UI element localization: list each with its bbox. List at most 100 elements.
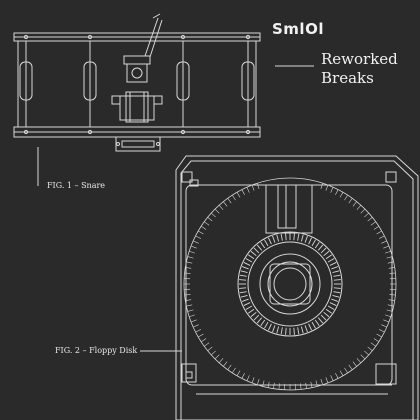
hub-tooth: [264, 239, 269, 247]
scale-tick: [383, 319, 390, 323]
scale-tick: [352, 361, 357, 367]
figure-2-caption: FIG. 2 – Floppy Disk: [55, 346, 138, 355]
scale-tick: [325, 377, 329, 384]
scale-tick: [339, 192, 344, 198]
scale-tick: [187, 256, 194, 259]
scale-tick: [348, 364, 353, 370]
hub-tooth: [300, 326, 304, 334]
hub-tooth: [331, 298, 339, 302]
hub-tooth: [245, 305, 253, 310]
scale-tick: [223, 201, 228, 207]
scale-tick: [300, 383, 302, 390]
scale-tick: [227, 198, 232, 204]
scale-tick: [198, 333, 204, 338]
brand-logo: SmlOl: [272, 20, 324, 38]
scale-tick: [376, 333, 382, 338]
scale-tick: [310, 381, 313, 388]
scale-tick: [241, 372, 245, 379]
scale-tick: [335, 372, 339, 379]
hub-tooth: [297, 327, 300, 335]
hub-tooth: [308, 323, 312, 331]
scale-tick: [330, 375, 334, 381]
scale-tick: [386, 309, 393, 312]
hub-tooth: [297, 233, 300, 241]
scale-tick: [232, 194, 236, 201]
hub-tooth: [308, 237, 312, 245]
hub-tooth: [323, 250, 330, 257]
hub-tooth: [239, 274, 247, 277]
hub-tooth: [256, 244, 263, 251]
hub-tooth: [268, 323, 272, 331]
hub-tooth: [253, 247, 260, 254]
hub-tooth: [241, 298, 249, 302]
scale-tick: [381, 324, 387, 328]
hub-tooth: [329, 262, 337, 266]
hub-tooth: [333, 274, 341, 277]
scale-tick: [389, 272, 396, 274]
hub-tooth: [320, 247, 327, 254]
scale-tick: [388, 299, 395, 301]
hub-tooth: [332, 270, 340, 274]
scale-tick: [273, 382, 275, 389]
scale-tick: [373, 338, 380, 342]
hub-tooth: [247, 254, 255, 260]
hub-tooth: [325, 308, 333, 314]
scale-tick: [190, 245, 197, 249]
scale-tick: [204, 342, 210, 347]
scale-tick: [370, 342, 376, 347]
scale-tick: [185, 267, 192, 269]
floppy-disk-illustration: [140, 155, 419, 420]
hub-tooth: [317, 317, 324, 324]
hub-tooth: [314, 319, 320, 327]
hub-tooth: [325, 254, 333, 260]
hub-tooth: [240, 270, 248, 274]
scale-tick: [236, 370, 241, 376]
scale-tick: [185, 299, 192, 301]
hub-tooth: [250, 250, 257, 257]
title-line-2: Breaks: [321, 69, 374, 87]
hub-tooth: [253, 314, 260, 321]
scale-tick: [356, 205, 362, 210]
scale-tick: [262, 380, 265, 387]
hub-tooth: [239, 291, 247, 294]
hub-tooth: [264, 321, 269, 329]
hub-tooth: [327, 258, 335, 263]
hub-tooth: [272, 235, 276, 243]
scale-tick: [388, 267, 395, 269]
scale-tick: [305, 382, 307, 389]
hub-tooth: [311, 239, 316, 247]
scale-tick: [383, 245, 390, 249]
scale-tick: [184, 272, 191, 274]
scale-tick: [204, 221, 210, 226]
hub-tooth: [300, 234, 304, 242]
scale-tick: [186, 261, 193, 264]
hub-tooth: [268, 237, 272, 245]
scale-tick: [352, 201, 357, 207]
scale-tick: [381, 240, 387, 244]
scale-tick: [320, 379, 324, 385]
hub-tooth: [333, 287, 341, 289]
scale-tick: [364, 212, 369, 218]
title-line-1: Reworked: [321, 50, 398, 68]
scale-tick: [246, 187, 250, 193]
scale-tick: [315, 380, 318, 387]
scale-tick: [241, 189, 245, 196]
scale-tick: [214, 208, 220, 214]
scale-tick: [195, 329, 202, 333]
scale-tick: [360, 354, 366, 360]
scale-tick: [236, 192, 241, 198]
hub-tooth: [272, 325, 276, 333]
scale-tick: [267, 381, 270, 388]
scale-tick: [389, 294, 396, 296]
hub-tooth: [260, 241, 266, 249]
scale-tick: [344, 194, 348, 201]
scale-tick: [386, 256, 393, 259]
hub-tooth: [317, 244, 324, 251]
hub-tooth: [320, 314, 327, 321]
scale-tick: [211, 212, 216, 218]
scale-tick: [256, 183, 260, 189]
scale-tick: [376, 230, 382, 235]
hub-tooth: [285, 233, 287, 241]
scale-tick: [190, 319, 197, 323]
